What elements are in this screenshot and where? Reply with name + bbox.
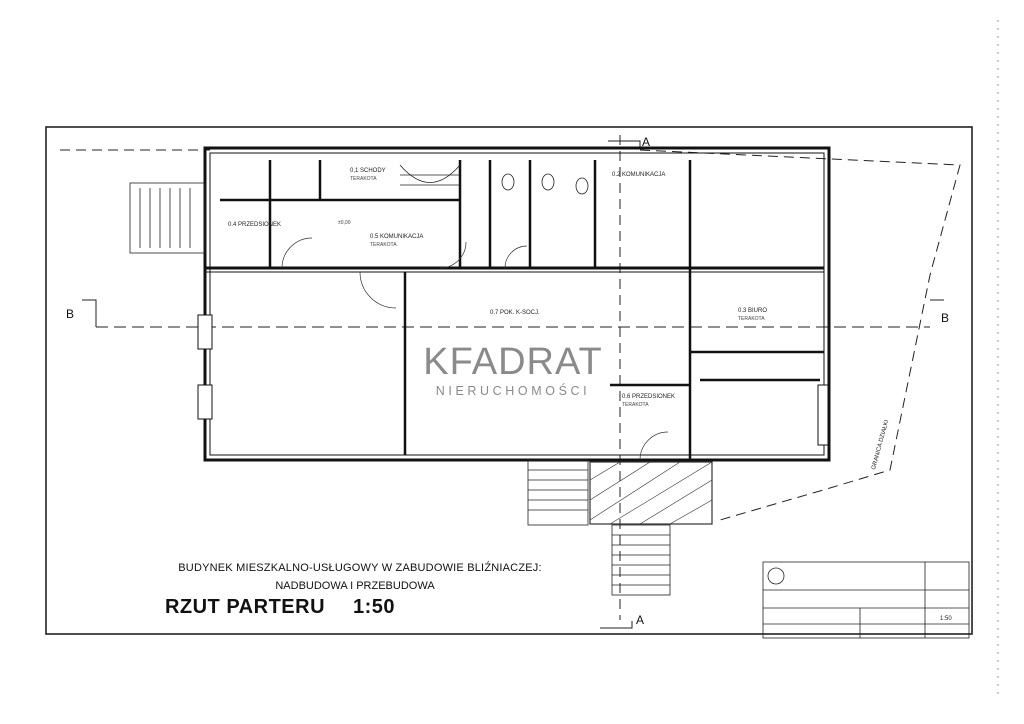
finish-label-3: TERAKOTA xyxy=(738,316,765,322)
windows xyxy=(197,314,829,446)
room-label-schody: 0,1 SCHODY xyxy=(350,168,386,174)
caption-line2: NADBUDOWA I PRZEBUDOWA xyxy=(275,580,435,592)
room-label-komunikacja-05: 0.5 KOMUNIKACJA xyxy=(370,234,423,240)
section-line-a xyxy=(600,135,641,629)
caption-title: RZUT PARTERU xyxy=(164,596,326,618)
finish-label-4: TERAKOTA xyxy=(622,402,649,408)
fixtures xyxy=(501,173,589,195)
caption-line1: BUDYNEK MIESZKALNO-USŁUGOWY W ZABUDOWIE … xyxy=(178,562,542,574)
room-label-biuro: 0.3 BIURO xyxy=(738,308,767,314)
title-block-scale: 1:50 xyxy=(940,616,952,622)
title-block xyxy=(762,561,970,639)
sheet-border xyxy=(45,126,973,635)
watermark: KFADRAT NIERUCHOMOŚCI xyxy=(408,340,618,398)
section-line-b xyxy=(82,299,944,328)
boundary-label: GRANICA DZIAŁKI xyxy=(871,419,890,470)
room-label-pok-k-socj: 0.7 POK. K-SOCJ. xyxy=(490,310,540,316)
section-mark-b-left: B xyxy=(66,307,74,321)
terrace xyxy=(589,461,713,525)
finish-label-1: TERAKOTA xyxy=(350,176,377,182)
watermark-sub: NIERUCHOMOŚCI xyxy=(435,384,591,398)
interior-walls xyxy=(220,160,824,460)
caption-scale: 1:50 xyxy=(353,596,396,618)
section-mark-b-right: B xyxy=(941,311,949,325)
caption-title-row: RZUT PARTERU 1:50 xyxy=(0,596,640,619)
boundary-line xyxy=(60,149,961,521)
room-label-komunikacja-02: 0.2 KOMUNIKACJA xyxy=(612,172,665,178)
room-label-przedsionek-06: 0.6 PRZEDSIONEK xyxy=(622,394,675,400)
door-swings xyxy=(281,237,669,461)
watermark-brand: KFADRAT xyxy=(423,341,603,383)
section-mark-a-bottom: A xyxy=(636,613,644,627)
finish-label-2: TERAKOTA xyxy=(370,242,397,248)
section-mark-a-top: A xyxy=(642,135,650,149)
level-mark: ±0,00 xyxy=(338,220,351,226)
exterior-walls xyxy=(203,146,831,462)
stairs xyxy=(129,164,671,596)
room-label-przedsionek-04: 0.4 PRZEDSIONEK xyxy=(228,222,281,228)
